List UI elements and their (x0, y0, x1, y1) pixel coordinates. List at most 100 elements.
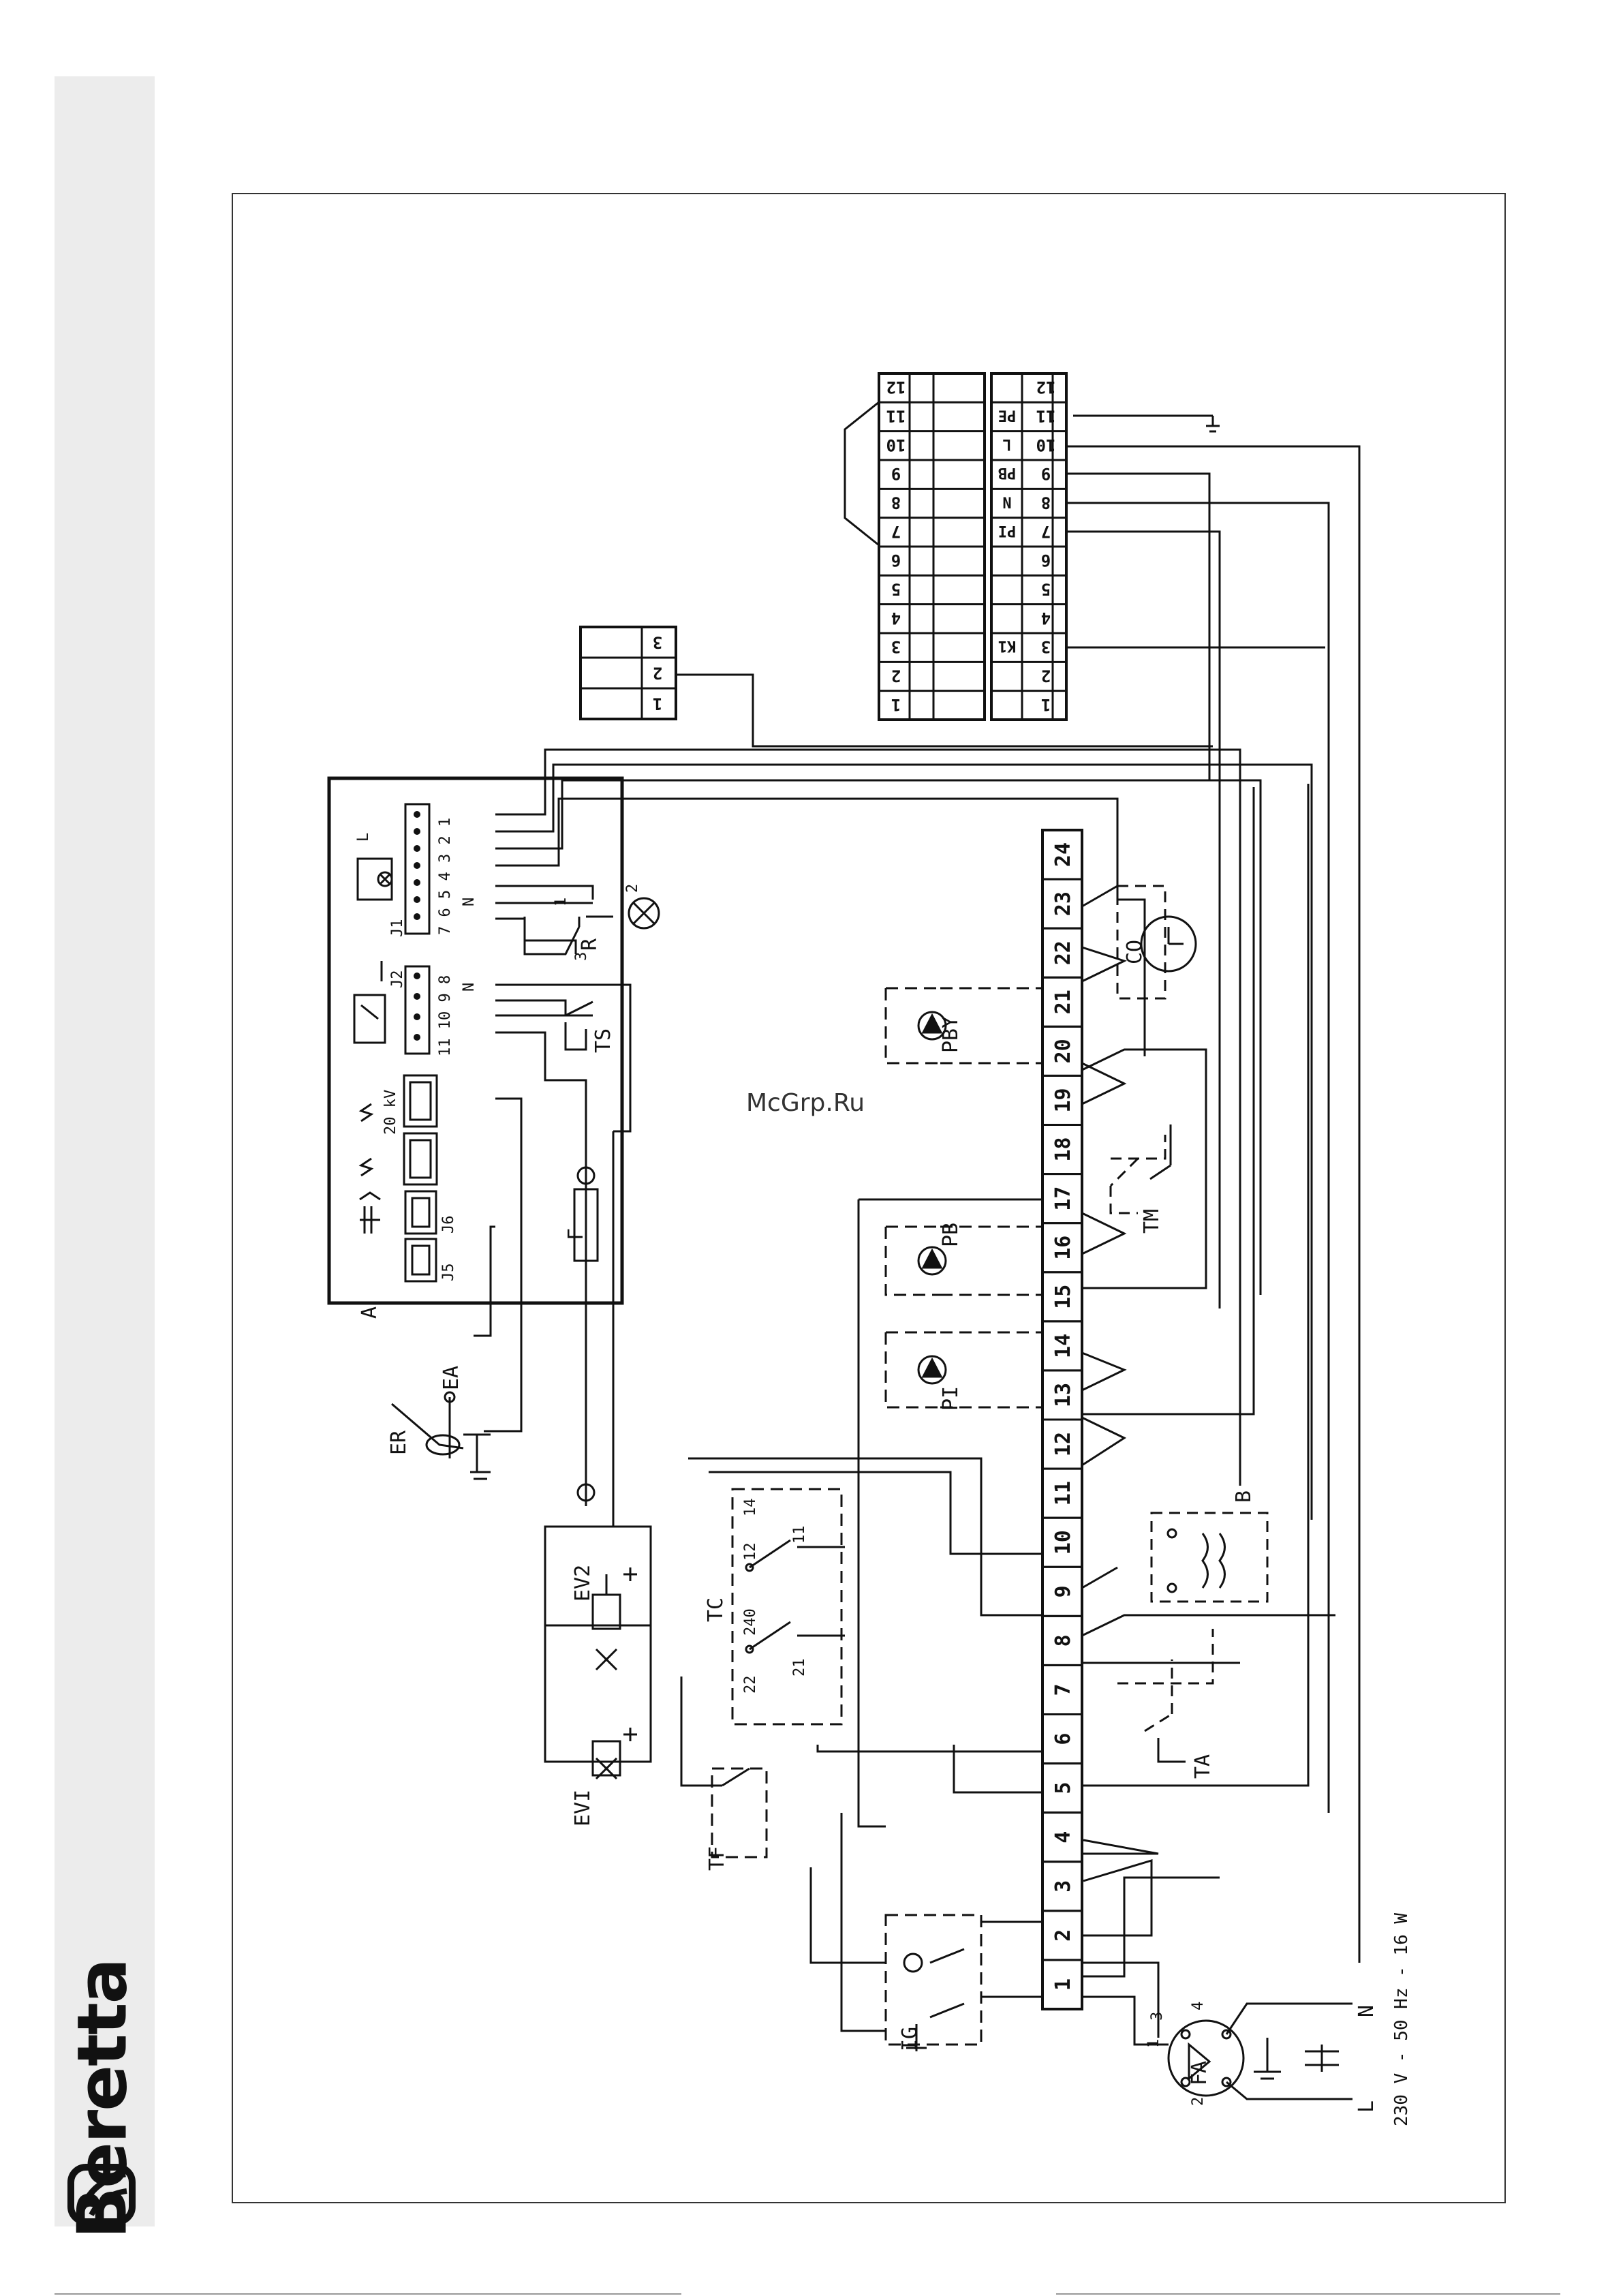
clock-co (1116, 885, 1197, 1000)
k1-number: 11 (1036, 407, 1056, 426)
label-pby: PBY (939, 1016, 963, 1053)
label-ta: TA (1191, 1754, 1215, 1779)
mains-connector-fa (1082, 1961, 1352, 2100)
k1-signal-label: L (1002, 435, 1011, 453)
k1-number: 7 (1041, 522, 1051, 541)
label-b: B (1232, 1490, 1256, 1503)
k1-number: 12 (1036, 378, 1056, 397)
ignition-electrode (391, 1403, 464, 1450)
tc-contact-14: 14 (742, 1499, 759, 1517)
k1-number: 6 (1041, 551, 1051, 570)
k1-number: 6 (891, 551, 901, 570)
connector-j5 (404, 1238, 437, 1283)
ts-switch (564, 1000, 593, 1051)
label-co: CO (1123, 940, 1147, 964)
label-r-pin-2: 2 (624, 884, 641, 893)
small-connector-number: 3 (653, 633, 662, 652)
k1-number: 1 (891, 695, 901, 714)
tc-contact-240: 240 (742, 1608, 759, 1636)
fa-pin-2: 2 (1190, 2097, 1207, 2106)
label-ev1: EVI (571, 1790, 595, 1826)
k1-number: 12 (886, 378, 906, 397)
label-j6: J6 (440, 1216, 457, 1234)
watermark: McGrp.Ru (746, 1089, 865, 1117)
terminal-number: 11 (1051, 1481, 1075, 1505)
label-f: F (564, 1228, 588, 1240)
k1-number: 2 (891, 667, 901, 686)
terminal-cell (1041, 829, 1083, 881)
pump-pb (884, 1225, 947, 1296)
k1-signal-label: PI (998, 522, 1017, 539)
terminal-number: 1 (1051, 1978, 1075, 1991)
label-tc: TC (704, 1597, 728, 1622)
tc-contact-21: 21 (791, 1659, 808, 1677)
label-pb: PB (939, 1223, 963, 1247)
beretta-logo-icon (67, 2164, 136, 2225)
room-thermostat-ta (1117, 1629, 1214, 1763)
left-margin-band (55, 76, 155, 2226)
k1-number: 4 (1041, 609, 1051, 628)
terminal-number: 20 (1051, 1039, 1075, 1063)
tc-contact-22: 22 (742, 1676, 759, 1694)
label-fa: FA (1188, 2061, 1211, 2085)
terminal-number: 7 (1051, 1683, 1075, 1696)
flow-thermostat-tm (1109, 1124, 1172, 1214)
terminal-number: 10 (1051, 1530, 1075, 1555)
footer-line-left (55, 2293, 681, 2295)
terminal-number: 2 (1051, 1929, 1075, 1942)
label-r-pin-3: 3 (573, 952, 590, 961)
label-l-mark: L (355, 833, 372, 842)
k1-number: 5 (891, 580, 901, 599)
ignition-transformer-symbol (359, 1191, 381, 1234)
terminal-number: 23 (1051, 891, 1075, 916)
label-l: L (1355, 2100, 1378, 2113)
terminal-number: 6 (1051, 1733, 1075, 1745)
terminal-number: 9 (1051, 1585, 1075, 1597)
label-n-mark: N (461, 983, 478, 992)
pump-pby (884, 987, 947, 1065)
label-ev2: EV2 (571, 1565, 595, 1602)
k1-number: 9 (1041, 464, 1051, 483)
k1-number: 10 (1036, 435, 1056, 455)
small-connector-number: 1 (653, 694, 662, 714)
terminal-number: 14 (1051, 1334, 1075, 1358)
connector-j1 (404, 803, 431, 935)
gas-valve-box (544, 1525, 652, 1763)
k1-signal-label: K1 (998, 637, 1017, 654)
small-connector-cells: 123 (653, 633, 662, 714)
fa-pin-4: 4 (1190, 2002, 1207, 2010)
fuse-f (573, 1188, 599, 1262)
k1-number: 5 (1041, 580, 1051, 599)
control-board-a (327, 776, 624, 1305)
tc-contact-12: 12 (742, 1543, 759, 1561)
terminal-number: 18 (1051, 1137, 1075, 1161)
connector-pins (414, 811, 420, 1041)
label-a: A (358, 1306, 382, 1319)
label-tm: TM (1140, 1209, 1164, 1234)
label-kv: 20 kV (382, 1090, 399, 1135)
k1-number: 4 (891, 609, 901, 628)
diagram-frame (232, 193, 1506, 2203)
ev1-coil (591, 1740, 621, 1780)
ig-main-switch (884, 1914, 983, 2046)
terminal-number: 13 (1051, 1383, 1075, 1407)
connector-j6 (404, 1190, 437, 1235)
k1-number: 8 (1041, 493, 1051, 512)
label-j2-pins: 11 10 9 8 (437, 975, 454, 1056)
label-j2: J2 (389, 970, 406, 989)
k1-number: 11 (886, 407, 906, 426)
supply-label: 230 V - 50 Hz - 16 W (1391, 1913, 1412, 2126)
k1-signal-label: PE (998, 407, 1017, 424)
hv-spark-symbol (358, 1103, 374, 1177)
label-ig: IG (898, 2027, 922, 2051)
k1-number: 3 (891, 637, 901, 656)
label-r: R (578, 938, 602, 951)
label-j5: J5 (440, 1264, 457, 1282)
fa-pin-1: 1 (1145, 2039, 1162, 2048)
k1-number: 9 (891, 464, 901, 483)
terminal-number: 19 (1051, 1088, 1075, 1112)
tc-contact-11: 11 (791, 1526, 808, 1544)
terminal-number: 15 (1051, 1285, 1075, 1309)
